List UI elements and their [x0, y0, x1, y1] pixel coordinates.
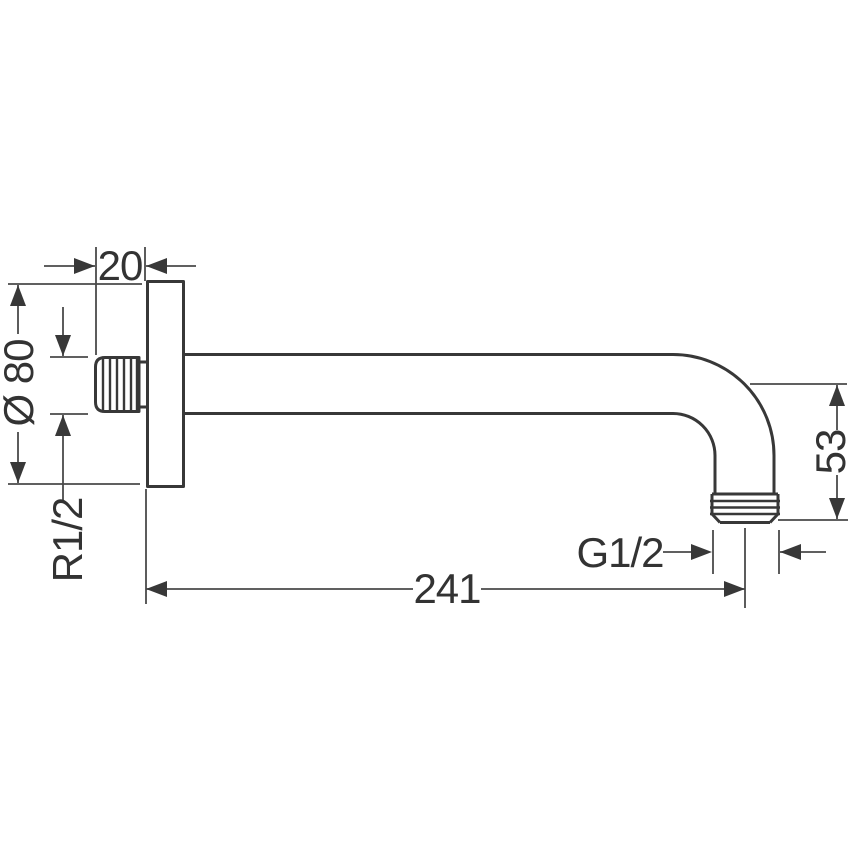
outlet-thread-hatch-lines — [710, 499, 780, 516]
arrowhead-down-icon — [55, 335, 71, 356]
dimension-stub-length: 20 — [44, 242, 196, 355]
arrowhead-down-icon — [829, 498, 845, 519]
arrowhead-right-icon — [691, 544, 712, 560]
arrowhead-up-icon — [55, 415, 71, 436]
stub-neck-lines — [139, 360, 147, 409]
arrowhead-left-icon — [146, 581, 167, 597]
dim-label-arm-length: 241 — [413, 565, 480, 612]
arrowhead-right-icon — [724, 581, 745, 597]
arm-inner-contour — [184, 412, 717, 493]
arrowhead-left-icon — [780, 544, 801, 560]
dim-label-drop-height: 53 — [807, 430, 850, 475]
wall-thread-hatch-lines — [101, 358, 139, 411]
wall-flange-outline — [146, 280, 185, 488]
arrowhead-right-icon — [74, 258, 95, 274]
dimension-arm-length: 241 — [145, 489, 746, 612]
dim-label-stub-length: 20 — [98, 242, 143, 289]
dimension-flange-diameter: Ø 80 — [0, 283, 142, 485]
dim-label-inlet-thread: R1/2 — [44, 498, 91, 583]
dim-label-flange-diameter: Ø 80 — [0, 339, 42, 426]
dimension-outlet-thread: G1/2 — [576, 529, 826, 576]
dimension-drop-height: 53 — [750, 383, 850, 521]
dimension-inlet-thread: R1/2 — [44, 307, 91, 582]
arrowhead-left-icon — [146, 258, 167, 274]
arrowhead-up-icon — [829, 385, 845, 406]
arrowhead-down-icon — [10, 462, 26, 483]
arm-outer-contour — [184, 353, 776, 493]
dim-label-outlet-thread: G1/2 — [576, 529, 663, 576]
arrowhead-up-icon — [10, 285, 26, 306]
wall-thread-stub-outline — [94, 356, 141, 413]
part-outline-group — [94, 280, 780, 524]
